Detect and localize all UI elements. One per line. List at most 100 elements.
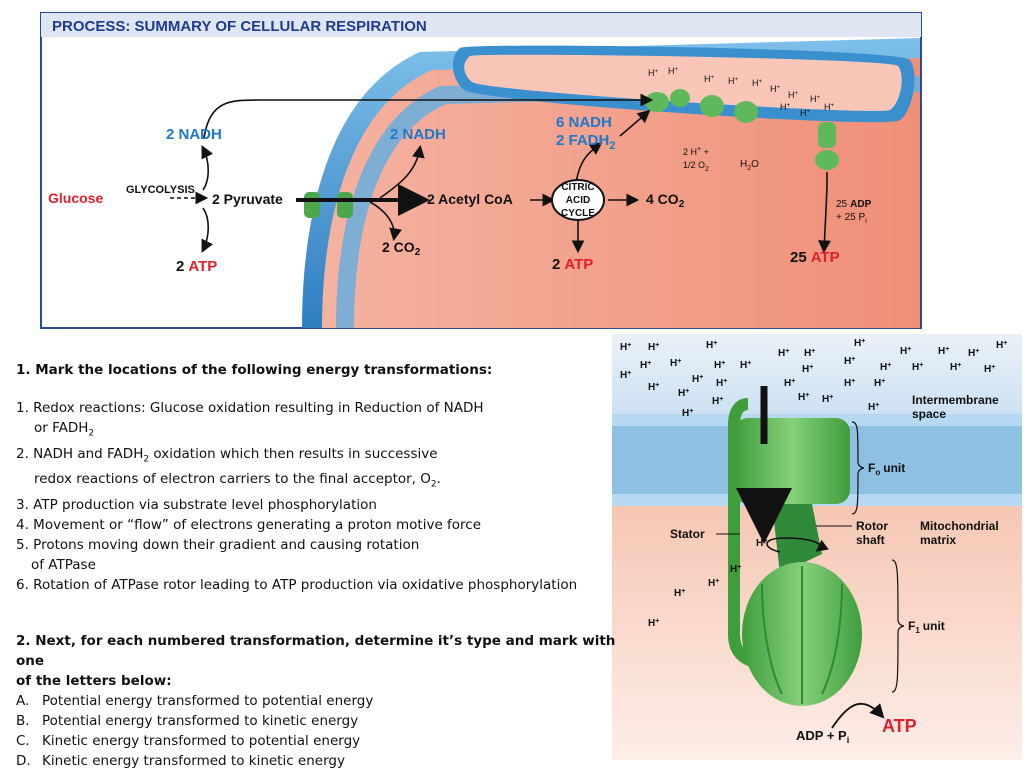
svg-text:H+: H+: [950, 362, 961, 373]
svg-text:H+: H+: [844, 356, 855, 367]
citric-acid-cycle-ring: [551, 179, 605, 221]
svg-text:H+: H+: [802, 364, 813, 375]
mitochondrial-label: Mitochondrial: [920, 519, 999, 533]
pyruvate-label: 2 Pyruvate: [212, 191, 283, 207]
co2-pyruvate-label: 2 CO2: [382, 239, 421, 258]
item-3: 3. ATP production via substrate level ph…: [16, 497, 377, 514]
svg-text:H+: H+: [938, 346, 949, 357]
svg-text:H+: H+: [708, 578, 719, 589]
item-1-cont: or FADH2: [34, 420, 95, 439]
citric-label-1: CITRIC: [561, 182, 594, 193]
svg-text:H+: H+: [968, 348, 979, 359]
f1-subunit-lines: [761, 566, 843, 704]
title-bar: [41, 13, 921, 37]
svg-text:H+: H+: [900, 346, 911, 357]
nadh-glycolysis-label: 2 NADH: [166, 126, 222, 143]
svg-text:H+: H+: [880, 362, 891, 373]
svg-text:H+: H+: [854, 338, 865, 349]
glucose-label: Glucose: [48, 190, 103, 206]
fo-bracket: [851, 421, 865, 515]
h-plus-ion: 2 H+ +: [683, 146, 709, 157]
nadh-pyruvate-label: 2 NADH: [390, 126, 446, 143]
svg-text:H+: H+: [800, 108, 811, 118]
intermembrane-label: Intermembrane: [912, 393, 999, 407]
option-a: A.Potential energy transformed to potent…: [16, 693, 374, 710]
proton-cluster-intermembrane: H+ H+ H+ H+ H+ H+ H+ H+ H+ H+ H+ H+ H+ H…: [620, 338, 1007, 419]
citric-label-3: CYCLE: [561, 208, 595, 219]
svg-text:H+: H+: [668, 66, 679, 76]
q1-heading: 1. Mark the locations of the following e…: [16, 362, 493, 378]
proton-cluster-matrix: H+ H+ H+ H+ H+: [648, 538, 767, 629]
item-2-cont: redox reactions of electron carriers to …: [34, 471, 441, 491]
option-c: C.Kinetic energy transformed to potentia…: [16, 733, 361, 750]
q2-heading-line-2: of the letters below:: [16, 673, 172, 690]
crista-lumen: [464, 54, 902, 111]
matrix-label: matrix: [920, 533, 956, 547]
svg-text:H+: H+: [822, 394, 833, 405]
svg-text:H+: H+: [844, 378, 855, 389]
matrix: [322, 58, 920, 328]
svg-text:H+: H+: [730, 564, 741, 575]
rotation-arrow: [766, 537, 829, 553]
item-5-cont: of ATPase: [31, 557, 96, 574]
intermembrane-region: [612, 334, 1022, 424]
svg-text:H+: H+: [868, 402, 879, 413]
option-b: B.Potential energy transformed to kineti…: [16, 713, 359, 730]
svg-text:H+: H+: [784, 378, 795, 389]
item-6: 6. Rotation of ATPase rotor leading to A…: [16, 577, 578, 594]
svg-text:H+: H+: [756, 538, 767, 549]
respiration-summary-diagram: PROCESS: SUMMARY OF CELLULAR RESPIRATION: [40, 12, 922, 329]
half-o2-label: 1/2 O2: [683, 160, 709, 173]
svg-text:H+: H+: [670, 358, 681, 369]
item-5: 5. Protons moving down their gradient an…: [16, 537, 420, 554]
svg-text:H+: H+: [798, 392, 809, 403]
svg-text:H+: H+: [728, 76, 739, 86]
fo-rotor-ring: [734, 418, 850, 504]
svg-text:H+: H+: [810, 94, 821, 104]
space-label: space: [912, 407, 946, 421]
svg-text:H+: H+: [740, 360, 751, 371]
q2-heading-line-1: 2. Next, for each numbered transformatio…: [16, 633, 616, 670]
svg-text:H+: H+: [752, 78, 763, 88]
f1-bracket: [891, 559, 905, 693]
h2o-label: H2O: [740, 159, 759, 172]
svg-text:H+: H+: [648, 382, 659, 393]
acetyl-coa-label: 2 Acetyl CoA: [427, 191, 513, 207]
svg-text:H+: H+: [648, 68, 659, 78]
atp-synthesis-arrow: [831, 703, 885, 729]
svg-text:H+: H+: [780, 102, 791, 112]
rotor-label: Rotor: [856, 519, 888, 533]
svg-text:H+: H+: [984, 364, 995, 375]
fadh-krebs-label: 2 FADH2: [556, 132, 615, 152]
questions-section: 1. Mark the locations of the following e…: [16, 360, 616, 771]
svg-text:H+: H+: [716, 378, 727, 389]
nadh-krebs-label: 6 NADH: [556, 114, 612, 131]
stator-label: Stator: [670, 527, 705, 541]
atp-label: ATP: [882, 716, 917, 736]
svg-text:H+: H+: [648, 342, 659, 353]
svg-text:H+: H+: [678, 388, 689, 399]
svg-text:H+: H+: [682, 408, 693, 419]
svg-text:H+: H+: [620, 370, 631, 381]
pi-label: + 25 Pi: [836, 212, 867, 225]
svg-text:H+: H+: [712, 396, 723, 407]
adp-pi-label: ADP + Pi: [796, 728, 849, 745]
svg-text:H+: H+: [824, 102, 835, 112]
item-4: 4. Movement or “flow” of electrons gener…: [16, 517, 482, 534]
shaft-label: shaft: [856, 533, 885, 547]
glycolysis-label: GLYCOLYSIS: [126, 184, 195, 196]
svg-text:H+: H+: [648, 618, 659, 629]
svg-text:H+: H+: [996, 340, 1007, 351]
svg-text:H+: H+: [788, 90, 799, 100]
citric-label-2: ACID: [566, 195, 590, 206]
panel-title: PROCESS: SUMMARY OF CELLULAR RESPIRATION: [52, 18, 427, 35]
svg-text:H+: H+: [714, 360, 725, 371]
co2-krebs-label: 4 CO2: [646, 191, 685, 210]
svg-text:H+: H+: [704, 74, 715, 84]
